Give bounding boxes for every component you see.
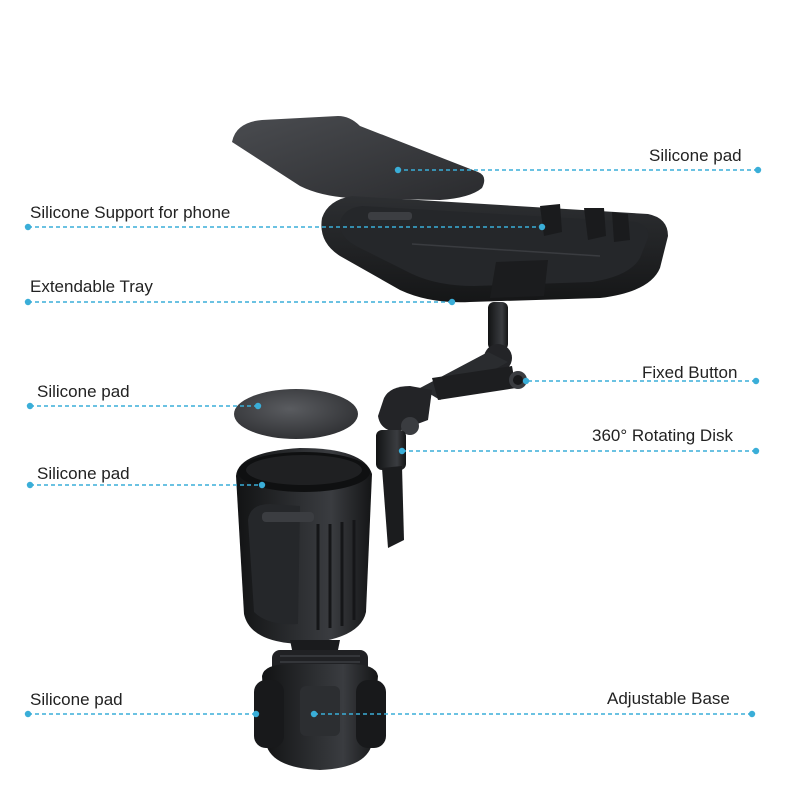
label-silicone-pad-base: Silicone pad [30,690,123,709]
label-fixed-button: Fixed Button [642,363,738,382]
label-silicone-pad-top: Silicone pad [649,146,742,165]
articulated-arm [376,302,527,548]
label-rotating-disk: 360° Rotating Disk [592,426,733,445]
label-extendable-tray: Extendable Tray [30,277,153,296]
callout-adjustable-base [310,710,756,718]
callout-silicone-support [24,223,546,231]
callout-silicone-pad-cup [26,481,266,489]
callout-fixed-button [522,377,760,385]
callout-silicone-pad-disc [26,402,262,410]
tray [321,196,668,303]
callout-rotating-disk [398,447,760,455]
callout-silicone-pad-top [394,166,762,174]
cup-holder [236,448,372,660]
callout-extendable-tray [24,298,456,306]
label-adjustable-base: Adjustable Base [607,689,730,708]
callout-lines [24,166,762,718]
silicone-pad-disc [234,389,358,439]
label-silicone-support-phone: Silicone Support for phone [30,203,231,222]
silicone-pad-sheet [232,116,485,200]
adjustable-base [254,650,386,770]
callout-silicone-pad-base [24,710,260,718]
label-silicone-pad-disc: Silicone pad [37,382,130,401]
label-silicone-pad-cup: Silicone pad [37,464,130,483]
